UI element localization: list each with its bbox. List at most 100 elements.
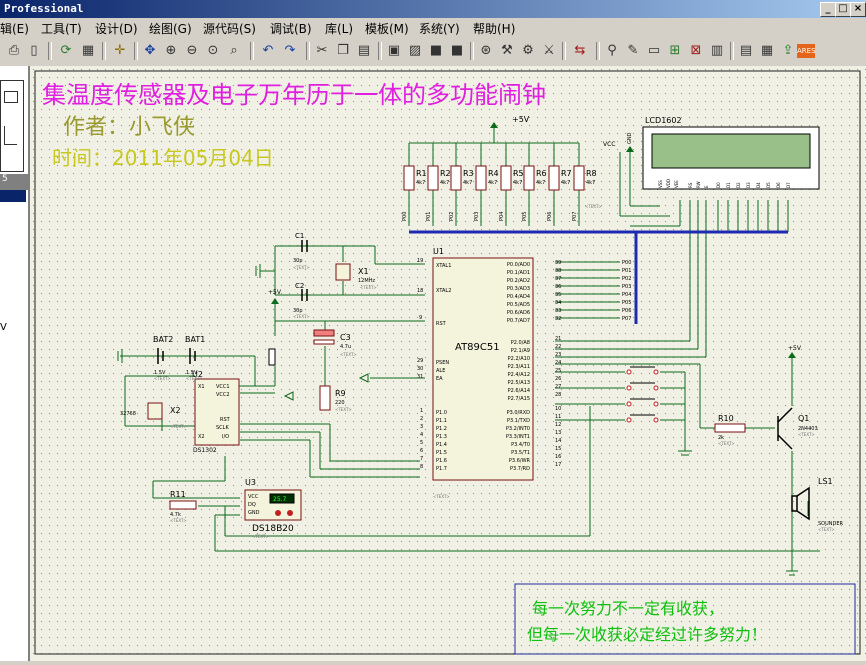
electrical-check-icon[interactable]: ▦ — [760, 43, 774, 58]
svg-text:R2: R2 — [440, 169, 451, 178]
page-icon[interactable]: ▯ — [30, 43, 38, 58]
svg-text:P0.2/AD2: P0.2/AD2 — [507, 278, 530, 284]
svg-text:P1.7: P1.7 — [436, 466, 447, 472]
zoom-all-icon[interactable]: ⊙ — [207, 43, 219, 58]
menu-edit[interactable]: 辑(E) — [0, 22, 29, 36]
panel-header: 5 — [0, 174, 28, 190]
svg-text:10: 10 — [555, 406, 561, 412]
make-device-icon[interactable]: ⚒ — [501, 43, 513, 58]
schematic-title: 集温度传感器及电子万年历于一体的多功能闹钟 — [42, 81, 546, 109]
svg-text:P01: P01 — [426, 212, 432, 221]
print-icon[interactable]: ⎙ — [8, 43, 20, 58]
svg-text:24: 24 — [555, 360, 561, 366]
svg-text:1: 1 — [420, 408, 423, 414]
svg-text:EA: EA — [436, 376, 443, 382]
zoom-in-icon[interactable]: ⊕ — [165, 43, 177, 58]
origin-icon[interactable]: ✛ — [114, 43, 126, 58]
schematic-canvas[interactable]: 集温度传感器及电子万年历于一体的多功能闹钟 作者：小飞侠 时间：2011年05月… — [30, 66, 866, 661]
reset-button[interactable] — [268, 348, 276, 366]
lcd-module[interactable]: LCD1602 VCC GND — [603, 116, 820, 190]
svg-text:P2.3/A11: P2.3/A11 — [508, 364, 530, 370]
preview-thumbnail[interactable] — [0, 80, 24, 172]
menu-template[interactable]: 模板(M) — [365, 22, 409, 36]
r11-ref: R11 — [170, 490, 186, 499]
property-tool-icon[interactable]: ✎ — [627, 43, 639, 58]
svg-text:18: 18 — [417, 288, 423, 294]
menu-debug[interactable]: 调试(B) — [270, 22, 312, 36]
pan-icon[interactable]: ✥ — [144, 43, 156, 58]
svg-text:32: 32 — [555, 316, 561, 322]
copy-icon[interactable]: ❐ — [337, 43, 349, 58]
svg-text:12: 12 — [555, 422, 561, 428]
svg-text:23: 23 — [555, 352, 561, 358]
remove-sheet-icon[interactable]: ⊠ — [690, 43, 702, 58]
add-sheet-icon[interactable]: ⊞ — [669, 43, 681, 58]
search-icon[interactable]: ⚲ — [607, 43, 617, 58]
selected-row[interactable] — [0, 190, 26, 202]
svg-text:<TEXT>: <TEXT> — [335, 407, 352, 412]
temperature-reading: 25.7 — [273, 496, 287, 503]
svg-text:R1: R1 — [416, 169, 427, 178]
menu-tools[interactable]: 工具(T) — [41, 22, 82, 36]
svg-text:P2.1/A9: P2.1/A9 — [511, 348, 530, 354]
bat1-value: 1.5V — [186, 370, 198, 376]
svg-text:ALE: ALE — [436, 368, 445, 374]
packaging-icon[interactable]: ⚙ — [522, 43, 534, 58]
svg-text:P0.7/AD7: P0.7/AD7 — [507, 318, 530, 324]
panel-number: 5 — [2, 174, 8, 184]
block-move-icon[interactable]: ▨ — [408, 43, 422, 58]
mcu-left-pins: XTAL1 XTAL2 RST PSEN ALE EA P1.0 P1.1 P1… — [436, 263, 451, 472]
grid-icon[interactable]: ▦ — [81, 43, 95, 58]
menu-system[interactable]: 系统(Y) — [419, 22, 460, 36]
svg-text:<TEXT>: <TEXT> — [293, 265, 310, 270]
toolbar-separator — [730, 42, 734, 60]
svg-text:4k7: 4k7 — [488, 180, 497, 186]
sounder-ls1 — [791, 486, 810, 521]
refresh-icon[interactable]: ⟳ — [60, 43, 72, 58]
paste-icon[interactable]: ▤ — [357, 43, 371, 58]
bill-of-materials-icon[interactable]: ▥ — [710, 43, 724, 58]
pick-device-icon[interactable]: ⊛ — [480, 43, 492, 58]
svg-text:P0.1/AD1: P0.1/AD1 — [507, 270, 530, 276]
minimize-button[interactable]: _ — [820, 2, 836, 17]
maximize-button[interactable]: □ — [835, 2, 851, 17]
temp-sensor-ds18b20[interactable]: U3 DS18B20 25.7 — [244, 478, 302, 534]
ares-icon[interactable]: ARES — [797, 44, 816, 58]
new-sheet-icon[interactable]: ▭ — [647, 43, 661, 58]
schematic-workarea[interactable]: 集温度传感器及电子万年历于一体的多功能闹钟 作者：小飞侠 时间：2011年05月… — [30, 66, 866, 661]
redo-icon[interactable]: ↷ — [284, 43, 296, 58]
undo-icon[interactable]: ↶ — [262, 43, 274, 58]
svg-text:D7: D7 — [786, 182, 791, 188]
zoom-out-icon[interactable]: ⊖ — [186, 43, 198, 58]
svg-text:13: 13 — [555, 430, 561, 436]
wire-autorouter-icon[interactable]: ⇆ — [574, 43, 586, 58]
block-rotate-icon[interactable]: ■ — [429, 43, 443, 58]
svg-text:<TEXT>: <TEXT> — [433, 494, 450, 499]
rtc-ds1302[interactable]: U2 DS1302 — [192, 370, 240, 454]
svg-text:P2.5/A13: P2.5/A13 — [508, 380, 530, 386]
lcd-vcc-label: VCC — [603, 141, 615, 148]
svg-text:30: 30 — [417, 366, 423, 372]
block-copy-icon[interactable]: ▣ — [387, 43, 401, 58]
menu-graph[interactable]: 绘图(G) — [149, 22, 192, 36]
mcu-right-pins: P0.0/AD0 P0.1/AD1 P0.2/AD2 P0.3/AD3 P0.4… — [506, 262, 531, 472]
close-button[interactable]: × — [850, 2, 866, 17]
pullup-resistors — [403, 165, 585, 191]
menu-help[interactable]: 帮助(H) — [473, 22, 516, 36]
menu-design[interactable]: 设计(D) — [95, 22, 138, 36]
decompose-icon[interactable]: ⚔ — [543, 43, 555, 58]
export-icon[interactable]: ⇪ — [782, 43, 794, 58]
block-delete-icon[interactable]: ■ — [450, 43, 464, 58]
svg-text:35: 35 — [555, 292, 561, 298]
svg-text:P1.5: P1.5 — [436, 450, 447, 456]
svg-text:4k7: 4k7 — [513, 180, 522, 186]
mcu-at89c51[interactable]: U1 AT89C51 — [432, 247, 534, 481]
menu-source[interactable]: 源代码(S) — [203, 22, 256, 36]
zoom-area-icon[interactable]: ⌕ — [230, 43, 238, 58]
toolbar-separator — [562, 42, 566, 60]
r9-value: 220 — [335, 400, 345, 406]
menu-library[interactable]: 库(L) — [325, 22, 354, 36]
svg-text:P1.4: P1.4 — [436, 442, 447, 448]
cut-icon[interactable]: ✂ — [316, 43, 328, 58]
netlist-icon[interactable]: ▤ — [739, 43, 753, 58]
